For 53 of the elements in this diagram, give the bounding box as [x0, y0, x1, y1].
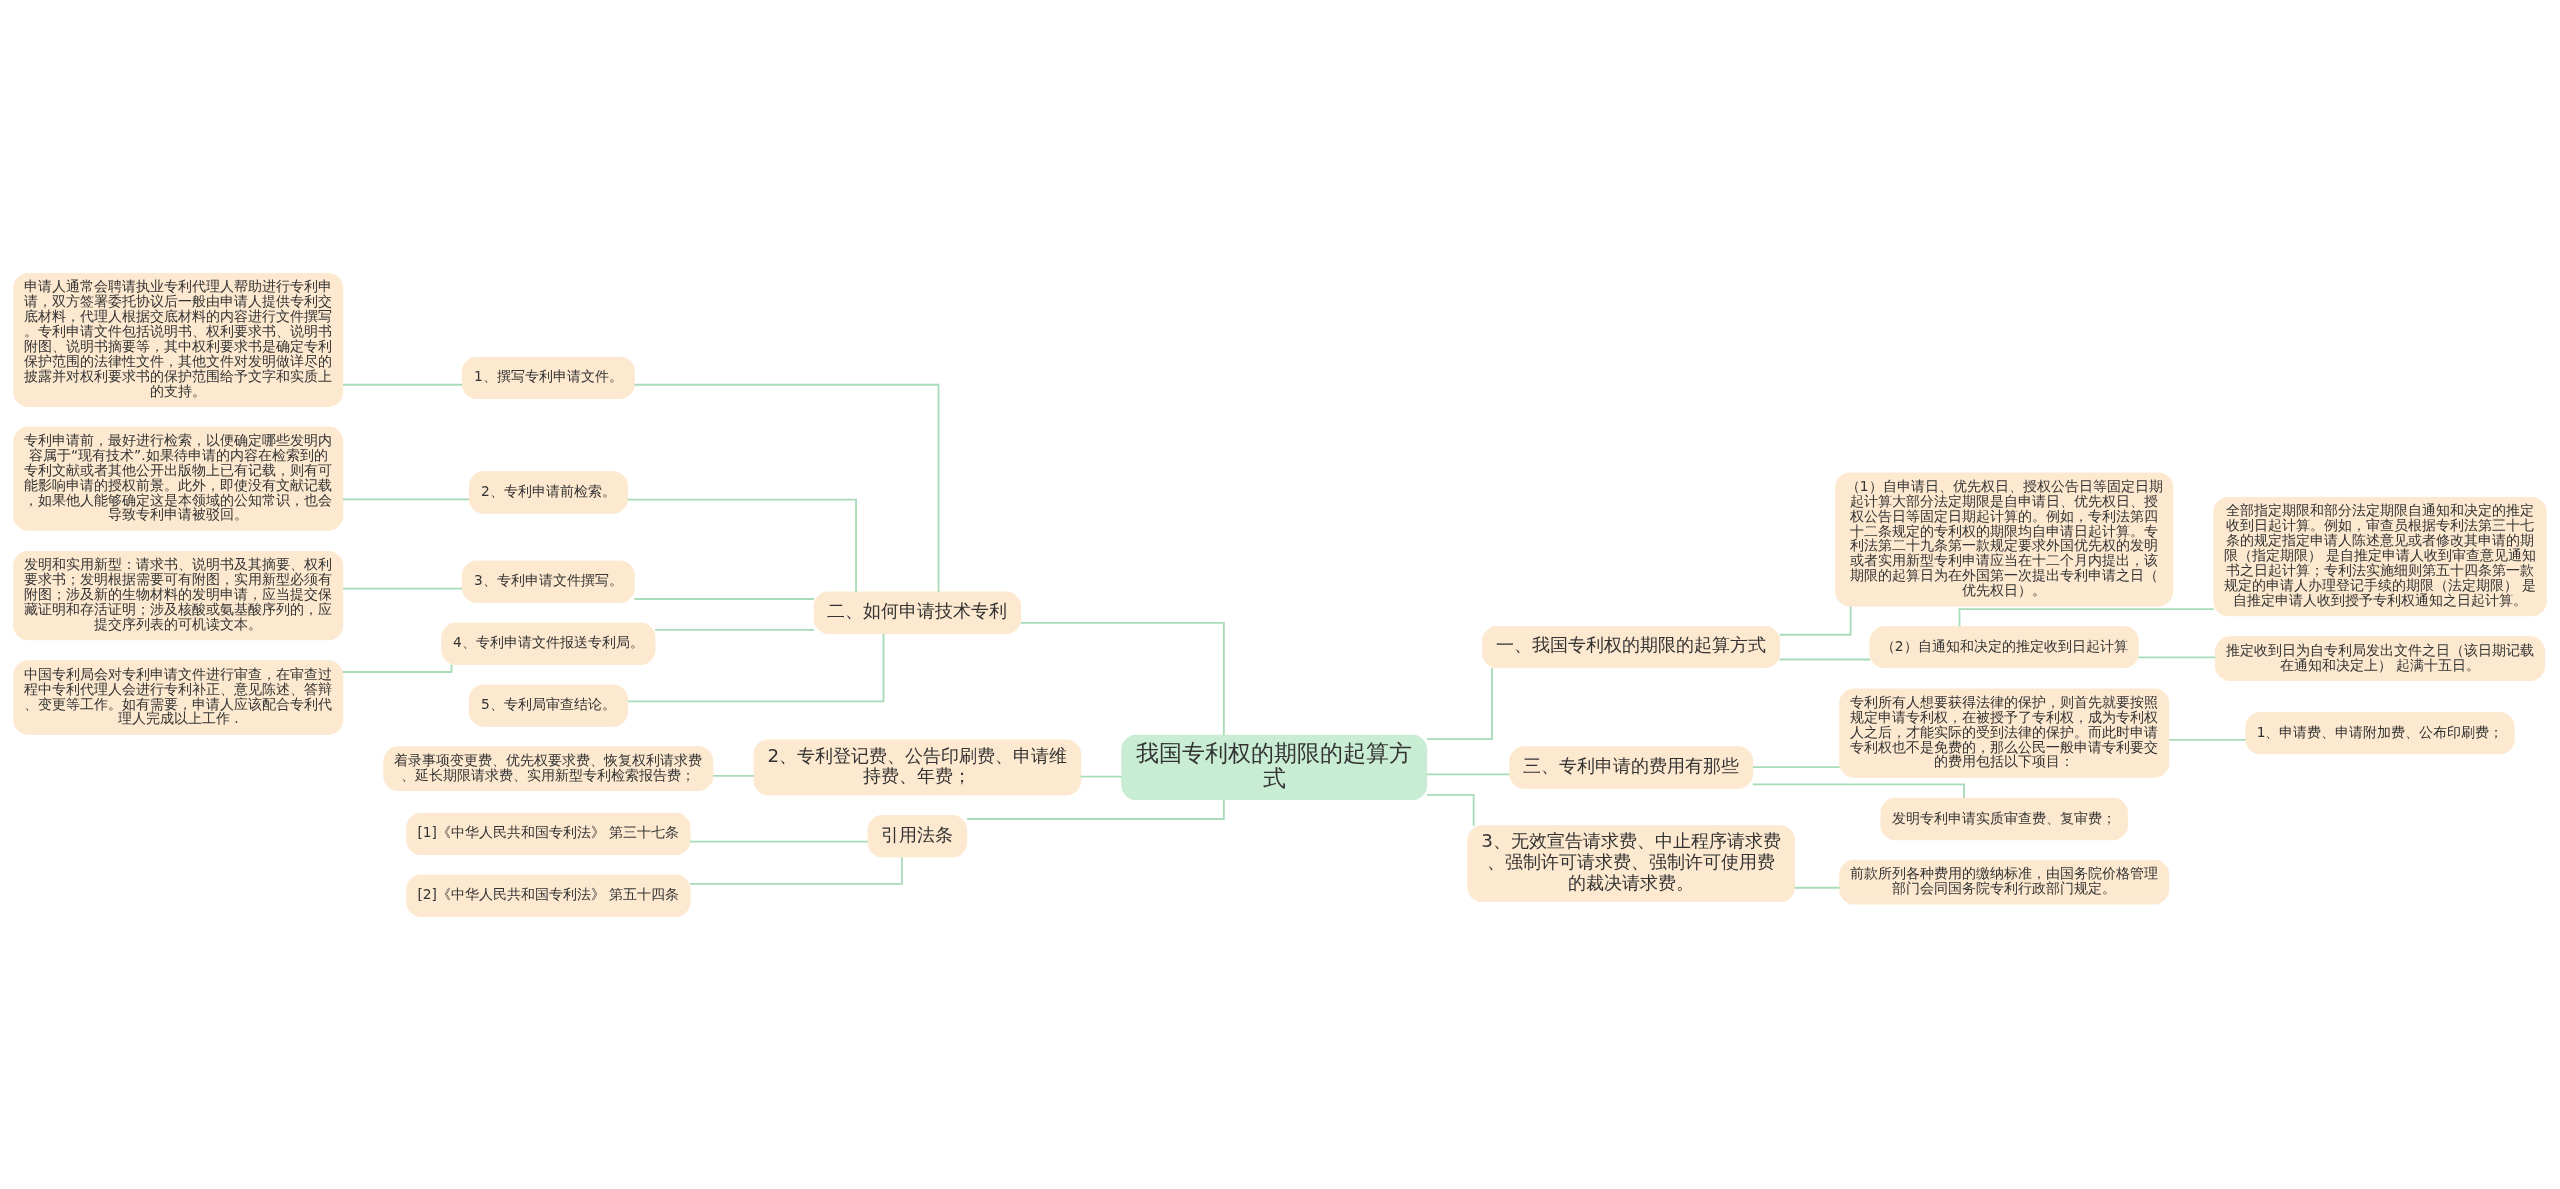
node-box: （2）自通知和决定的推定收到日起计算	[1869, 625, 2139, 668]
node-box: [1]《中华人民共和国专利法》 第三十七条	[406, 812, 691, 855]
connector	[1958, 607, 2215, 627]
connector	[1778, 658, 1872, 660]
node-box: 引用法条	[867, 814, 968, 857]
node-box: 全部指定期限和部分法定期限自通知和决定的推定收到日起计算。例如，审查员根据专利法第三十七条的规定指定申请人陈述意见或者修改其申请的期限（指定期限） 是自推定申请人收到审查意见通知书之日起计算；专利法实施细则第五十四条第一款规定的申请人办理登记手续的期限（法定期限） 是自推定申请人收到授予专利权通知之日起计算。	[2213, 496, 2547, 616]
node-box: 我国专利权的期限的起算方式	[1121, 734, 1428, 800]
connector	[1079, 775, 1123, 778]
connector	[689, 855, 903, 885]
connector	[1751, 765, 1841, 768]
node-box: 三、专利申请的费用有那些	[1509, 745, 1754, 789]
node-box: 5、专利局审查结论。	[468, 683, 628, 727]
node-box: 一、我国专利权的期限的起算方式	[1482, 625, 1781, 668]
connector	[712, 774, 755, 777]
connector	[1426, 666, 1493, 740]
node-box: 专利申请前，最好进行检索，以便确定哪些发明内容属于“现有技术”.如果待申请的内容在检索到的专利文献或者其他公开出版物上已有记载，则有可能影响申请的授权前景。此外，即使没有文献记载，如果他人能够确定这是本领域的公知常识，也会导致专利申请被驳回。	[13, 426, 344, 531]
connector	[342, 383, 463, 386]
node-box: 4、专利申请文件报送专利局。	[441, 622, 656, 665]
node-box: 中国专利局会对专利申请文件进行审查，在审查过程中专利代理人会进行专利补正、意见陈述、答辩、变更等工作。如有需要，申请人应该配合专利代理人完成以上工作 .	[13, 659, 344, 735]
node-box: 发明专利申请实质审查费、复审费；	[1880, 797, 2128, 840]
node-box: 着录事项变更费、优先权要求费、恢复权利请求费、延长期限请求费、实用新型专利检索报告费；	[383, 745, 714, 791]
node-box: 1、申请费、申请附加费、公布印刷费；	[2245, 711, 2515, 754]
connector	[626, 632, 885, 702]
node-box: 前款所列各种费用的缴纳标准，由国务院价格管理部门会同国务院专利行政部门规定。	[1839, 859, 2170, 904]
connector	[1425, 772, 1511, 775]
connector	[341, 663, 453, 673]
connector	[626, 498, 857, 593]
connector	[633, 597, 815, 600]
connector	[342, 587, 463, 590]
node-box: [2]《中华人民共和国专利法》 第五十四条	[406, 874, 691, 917]
connector	[1426, 793, 1475, 827]
node-box: （1）自申请日、优先权日、授权公告日等固定日期起计算大部分法定期限是自申请日、优先权日、授权公告日等固定日期起计算的。例如，专利法第四十二条规定的专利权的期限均自申请日起计算。专利法第二十九条第一款规定要求外国优先权的发明或者实用新型专利申请应当在十二个月内提出，该期限的起算日为在外国第一次提出专利申请之日（优先权日）。	[1835, 471, 2174, 606]
node-box: 发明和实用新型：请求书、说明书及其摘要、权利要求书；发明根据需要可有附图，实用新型必须有附图；涉及新的生物材料的发明申请，应当提交保藏证明和存活证明；涉及核酸或氨基酸序列的，应提交序列表的可机读文本。	[13, 550, 344, 640]
connector	[2137, 656, 2217, 658]
node-box: 3、专利申请文件撰写。	[461, 560, 635, 603]
connector	[1019, 621, 1225, 736]
node-box: 3、无效宣告请求费、中止程序请求费、强制许可请求费、强制许可使用费的裁决请求费。	[1467, 824, 1796, 902]
connector	[2168, 738, 2247, 741]
connector	[966, 798, 1225, 820]
node-box: 推定收到日为自专利局发出文件之日（该日期记载在通知和决定上） 起满十五日。	[2215, 635, 2546, 681]
connector	[654, 628, 815, 631]
connector	[1751, 783, 1965, 799]
node-box: 专利所有人想要获得法律的保护，则首先就要按照规定申请专利权，在被授予了专利权，成为专利权人之后，才能实际的受到法律的保护。而此时申请专利权也不是免费的，那么公民一般申请专利要交的费用包括以下项目：	[1839, 687, 2170, 778]
connector	[1778, 604, 1852, 636]
node-box: 二、如何申请技术专利	[813, 591, 1022, 634]
node-box: 2、专利申请前检索。	[468, 470, 628, 514]
connector	[689, 840, 869, 842]
connector	[633, 383, 940, 593]
node-box: 1、撰写专利申请文件。	[461, 356, 635, 399]
node-box: 申请人通常会聘请执业专利代理人帮助进行专利申请，双方签署委托协议后一般由申请人提供专利交底材料，代理人根据交底材料的内容进行文件撰写。专利申请文件包括说明书、权利要求书、说明书附图、说明书摘要等，其中权利要求书是确定专利保护范围的法律性文件，其他文件对发明做详尽的披露并对权利要求书的保护范围给予文字和实质上的支持。	[13, 272, 344, 407]
connector	[341, 497, 470, 500]
node-box: 2、专利登记费、公告印刷费、申请维持费、年费；	[753, 738, 1082, 796]
connector	[1793, 886, 1841, 889]
